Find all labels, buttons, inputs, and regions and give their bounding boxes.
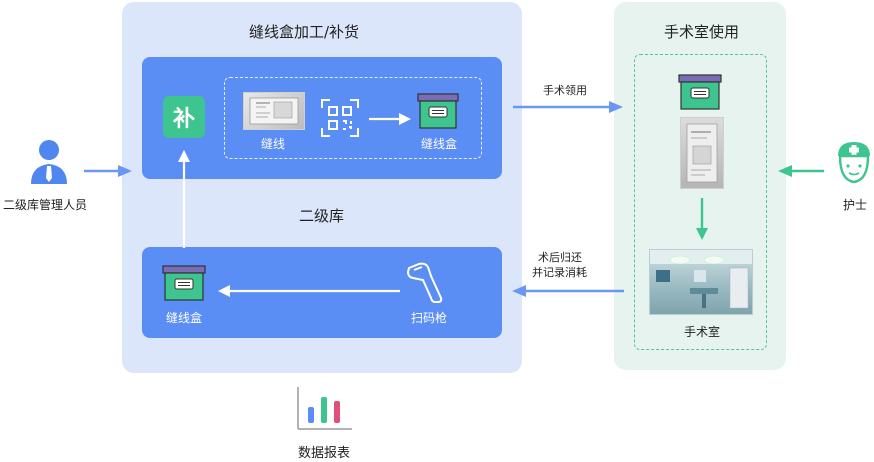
- or-dashed-box: [634, 54, 767, 350]
- replenish-badge: 补: [163, 96, 205, 138]
- return-arrow: [218, 283, 400, 302]
- operating-room-label: 手术室: [684, 325, 721, 339]
- return-flow-arrow: [512, 283, 624, 302]
- nurse-label: 护士: [843, 198, 868, 212]
- checkout-arrow: [513, 99, 623, 118]
- nurse-arrow: [778, 163, 824, 182]
- nurse-icon: [835, 140, 873, 190]
- return-label-line2: 并记录消耗: [532, 266, 587, 279]
- suture-package-photo: [680, 117, 724, 189]
- barcode-scanner-icon: [405, 262, 449, 308]
- suture-box-label: 缝线盒: [421, 137, 458, 151]
- secondary-storage-label: 二级库: [299, 207, 345, 225]
- suture-box-icon: [417, 93, 459, 133]
- scanner-label: 扫码枪: [411, 311, 448, 325]
- processing-arrow: [369, 111, 411, 130]
- manager-arrow: [84, 163, 132, 182]
- return-label-line1: 术后归还: [538, 251, 582, 264]
- return-box-label: 缝线盒: [166, 311, 203, 325]
- suture-photo: [243, 92, 305, 130]
- suture-box-icon: [162, 265, 206, 305]
- person-icon: [29, 138, 69, 190]
- processing-dashed-box: [224, 77, 482, 159]
- suture-label: 缝线: [261, 137, 286, 151]
- manager-label: 二级库管理人员: [3, 198, 88, 212]
- data-report-label: 数据报表: [298, 446, 351, 461]
- operating-room-photo: [649, 249, 753, 315]
- checkout-label: 手术领用: [543, 84, 587, 97]
- or-title: 手术室使用: [664, 23, 740, 41]
- replenish-arrow: [177, 150, 191, 252]
- to-room-arrow: [695, 198, 709, 244]
- bar-chart-icon: [296, 387, 352, 435]
- qr-code-icon: [320, 98, 360, 142]
- suture-box-icon: [678, 74, 722, 114]
- processing-title: 缝线盒加工/补货: [249, 23, 360, 41]
